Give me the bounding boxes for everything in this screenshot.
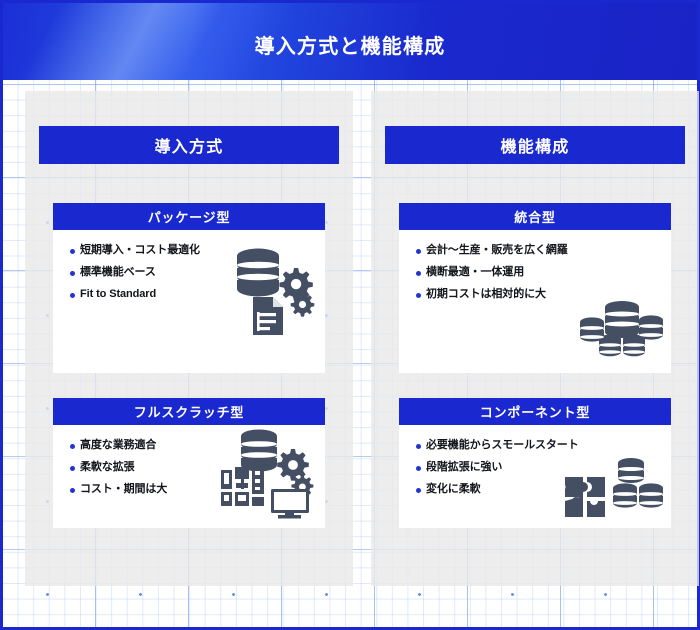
bullet-dot-icon [416, 444, 421, 449]
bullet-list-full-scratch: 高度な業務適合 柔軟な拡張 コスト・期間は大 [70, 439, 245, 504]
list-item: 高度な業務適合 [70, 439, 245, 453]
list-item: 会計〜生産・販売を広く網羅 [416, 244, 616, 258]
content-board: 導入方式 パッケージ型 短期導入・コスト最適化 標準機能ベース [3, 80, 699, 627]
list-item: 変化に柔軟 [416, 483, 616, 497]
bullet-list-component: 必要機能からスモールスタート 段階拡張に強い 変化に柔軟 [416, 439, 616, 504]
slide-header: 導入方式と機能構成 [3, 3, 697, 80]
bullet-list-package: 短期導入・コスト最適化 標準機能ベース Fit to Standard [70, 244, 245, 309]
bullet-label: 段階拡張に強い [426, 460, 503, 473]
list-item: 柔軟な拡張 [70, 461, 245, 475]
puzzle-databases-icon [563, 457, 665, 522]
bullet-label: コスト・期間は大 [80, 482, 168, 495]
card-title-full-scratch: フルスクラッチ型 [133, 405, 245, 420]
bullet-label: 必要機能からスモールスタート [426, 439, 579, 451]
bullet-dot-icon [70, 270, 75, 276]
card-header-integrated: 統合型 [399, 203, 671, 230]
bullet-label: 短期導入・コスト最適化 [80, 244, 200, 256]
bullet-dot-icon [70, 444, 75, 449]
card-full-scratch[interactable]: フルスクラッチ型 高度な業務適合 柔軟な拡張 [53, 398, 325, 528]
card-header-component: コンポーネント型 [399, 398, 671, 425]
card-body-component: 必要機能からスモールスタート 段階拡張に強い 変化に柔軟 [399, 425, 671, 528]
column-header-right: 機能構成 [385, 126, 685, 164]
list-item: 横断最適・一体運用 [416, 266, 616, 280]
bullet-list-integrated: 会計〜生産・販売を広く網羅 横断最適・一体運用 初期コストは相対的に大 [416, 244, 616, 309]
bullet-dot-icon [70, 465, 75, 471]
column-title-left: 導入方式 [154, 139, 224, 156]
card-body-package: 短期導入・コスト最適化 標準機能ベース Fit to Standard [53, 230, 325, 373]
bullet-label: 標準機能ベース [80, 265, 156, 278]
card-header-package: パッケージ型 [53, 203, 325, 230]
card-body-full-scratch: 高度な業務適合 柔軟な拡張 コスト・期間は大 [53, 425, 325, 528]
card-component[interactable]: コンポーネント型 必要機能からスモールスタート 段階拡張に強い [399, 398, 671, 528]
list-item: 標準機能ベース [70, 266, 245, 280]
list-item: コスト・期間は大 [70, 483, 245, 497]
card-title-package: パッケージ型 [147, 210, 231, 225]
bullet-dot-icon [416, 249, 421, 254]
card-integrated[interactable]: 統合型 会計〜生産・販売を広く網羅 横断最適・一体運用 [399, 203, 671, 373]
bullet-dot-icon [416, 487, 421, 493]
column-header-left: 導入方式 [39, 126, 339, 164]
bullet-label: 変化に柔軟 [426, 482, 481, 495]
bullet-label: 柔軟な拡張 [80, 460, 135, 473]
card-header-full-scratch: フルスクラッチ型 [53, 398, 325, 425]
card-body-integrated: 会計〜生産・販売を広く網羅 横断最適・一体運用 初期コストは相対的に大 [399, 230, 671, 373]
page-title: 導入方式と機能構成 [254, 36, 446, 58]
bullet-label: 会計〜生産・販売を広く網羅 [426, 244, 568, 256]
bullet-dot-icon [70, 487, 75, 493]
column-title-right: 機能構成 [500, 139, 570, 156]
database-cluster-icon [579, 298, 665, 365]
column-introduction-method: 導入方式 パッケージ型 短期導入・コスト最適化 標準機能ベース [25, 91, 353, 586]
bullet-label: 初期コストは相対的に大 [426, 287, 546, 300]
bullet-label: Fit to Standard [80, 287, 157, 300]
card-title-component: コンポーネント型 [479, 405, 591, 420]
servers-database-gears-monitor-icon [219, 427, 319, 524]
card-title-integrated: 統合型 [514, 210, 556, 225]
bullet-dot-icon [416, 270, 421, 276]
column-functional-structure: 機能構成 統合型 会計〜生産・販売を広く網羅 横断最適・一体運用 [371, 91, 699, 586]
bullet-dot-icon [416, 465, 421, 471]
bullet-dot-icon [70, 292, 75, 298]
bullet-label: 高度な業務適合 [80, 439, 157, 451]
list-item: 短期導入・コスト最適化 [70, 244, 245, 258]
list-item: 必要機能からスモールスタート [416, 439, 616, 453]
list-item: 段階拡張に強い [416, 461, 616, 475]
card-package[interactable]: パッケージ型 短期導入・コスト最適化 標準機能ベース [53, 203, 325, 373]
bullet-dot-icon [416, 292, 421, 298]
list-item: 初期コストは相対的に大 [416, 288, 616, 302]
list-item: Fit to Standard [70, 288, 245, 302]
bullet-label: 横断最適・一体運用 [426, 265, 525, 278]
database-gears-document-icon [231, 244, 317, 341]
bullet-dot-icon [70, 249, 75, 254]
